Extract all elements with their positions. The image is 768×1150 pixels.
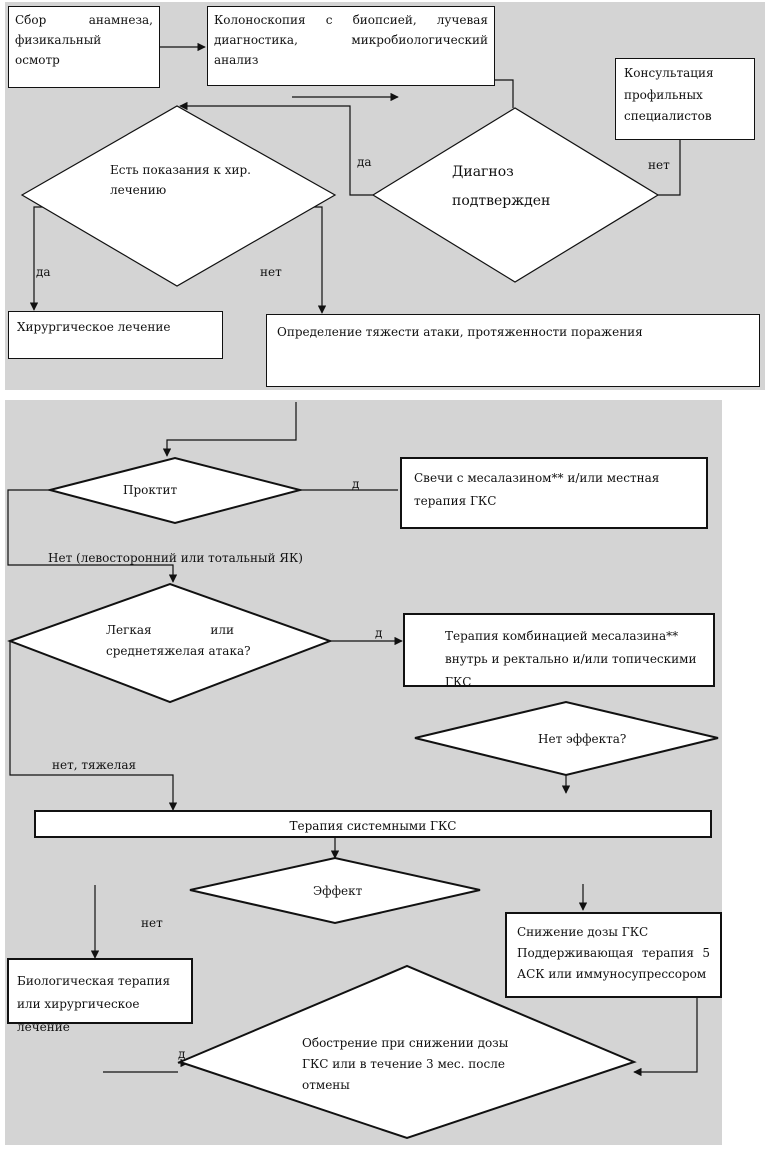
diamond-no-effect [414,700,719,777]
diamond-diagnosis [371,107,660,283]
text-exacerbation: Обострение при снижении дозы ГКС или в т… [302,1036,509,1092]
label-net-effect: нет [141,916,163,930]
text-effect: Эффект [313,884,363,898]
box-colonoscopy: Колоноскопия с биопсией, лучевая диагнос… [207,6,495,86]
box-suppositories: Свечи с месалазином** и/или местная тера… [400,457,708,529]
text-no-effect: Нет эффекта? [538,732,627,746]
edge-colonoscopy-diagnosis [495,79,514,108]
edge-mild-severe [9,641,178,811]
edge-to-proctitis [162,402,297,457]
label-d-mild: д [375,626,383,640]
box-combo: Терапия комбинацией месалазина** внутрь … [403,613,715,689]
box-reduction: Снижение дозы ГКС Поддерживающая терапия… [505,912,722,998]
diamond-exacerbation [177,964,637,1140]
edge-reduction-exac [633,975,698,1077]
text-surgery-indication: Есть показания к хир. лечению [110,163,251,198]
text-proctitis: Проктит [123,483,178,497]
box-anamnesis: Сбор анамнеза, физикальный осмотр [8,6,160,88]
edge-diagnosis-consult [658,140,681,196]
diamond-proctitis [46,456,304,525]
label-not-proctitis: Нет (левосторонний или тотальный ЯК) [48,551,303,565]
box-systemic: Терапия системными ГКС [34,810,712,838]
label-d-proctitis: д [352,477,360,491]
edge-diagnosis-indication [179,101,373,196]
diamond-surgery-indication [20,105,337,287]
text-mild-moderate: Легкая или среднетяжелая атака? [106,623,251,658]
label-da-surgery: да [36,265,51,279]
box-bio: Биологическая терапия или хирургическое … [7,958,193,1034]
box-surgery: Хирургическое лечение [8,311,223,359]
text-diagnosis: Диагноз подтвержден [452,164,551,210]
label-da-diagnosis: да [357,155,372,169]
box-severity: Определение тяжести атаки, протяженности… [266,314,760,387]
label-net-diagnosis: нет [648,158,670,172]
label-net-surgery: нет [260,265,282,279]
label-net-severe: нет, тяжелая [52,758,137,772]
edge-indication-severity [300,206,327,314]
diamond-mild-moderate [7,582,333,704]
edge-proctitis-not [7,489,178,583]
diamond-effect [189,856,481,925]
box-consult: Консультация профильных специалистов [615,58,755,140]
edge-indication-surgery [29,206,52,311]
label-d-exacerbation: д [178,1047,186,1061]
